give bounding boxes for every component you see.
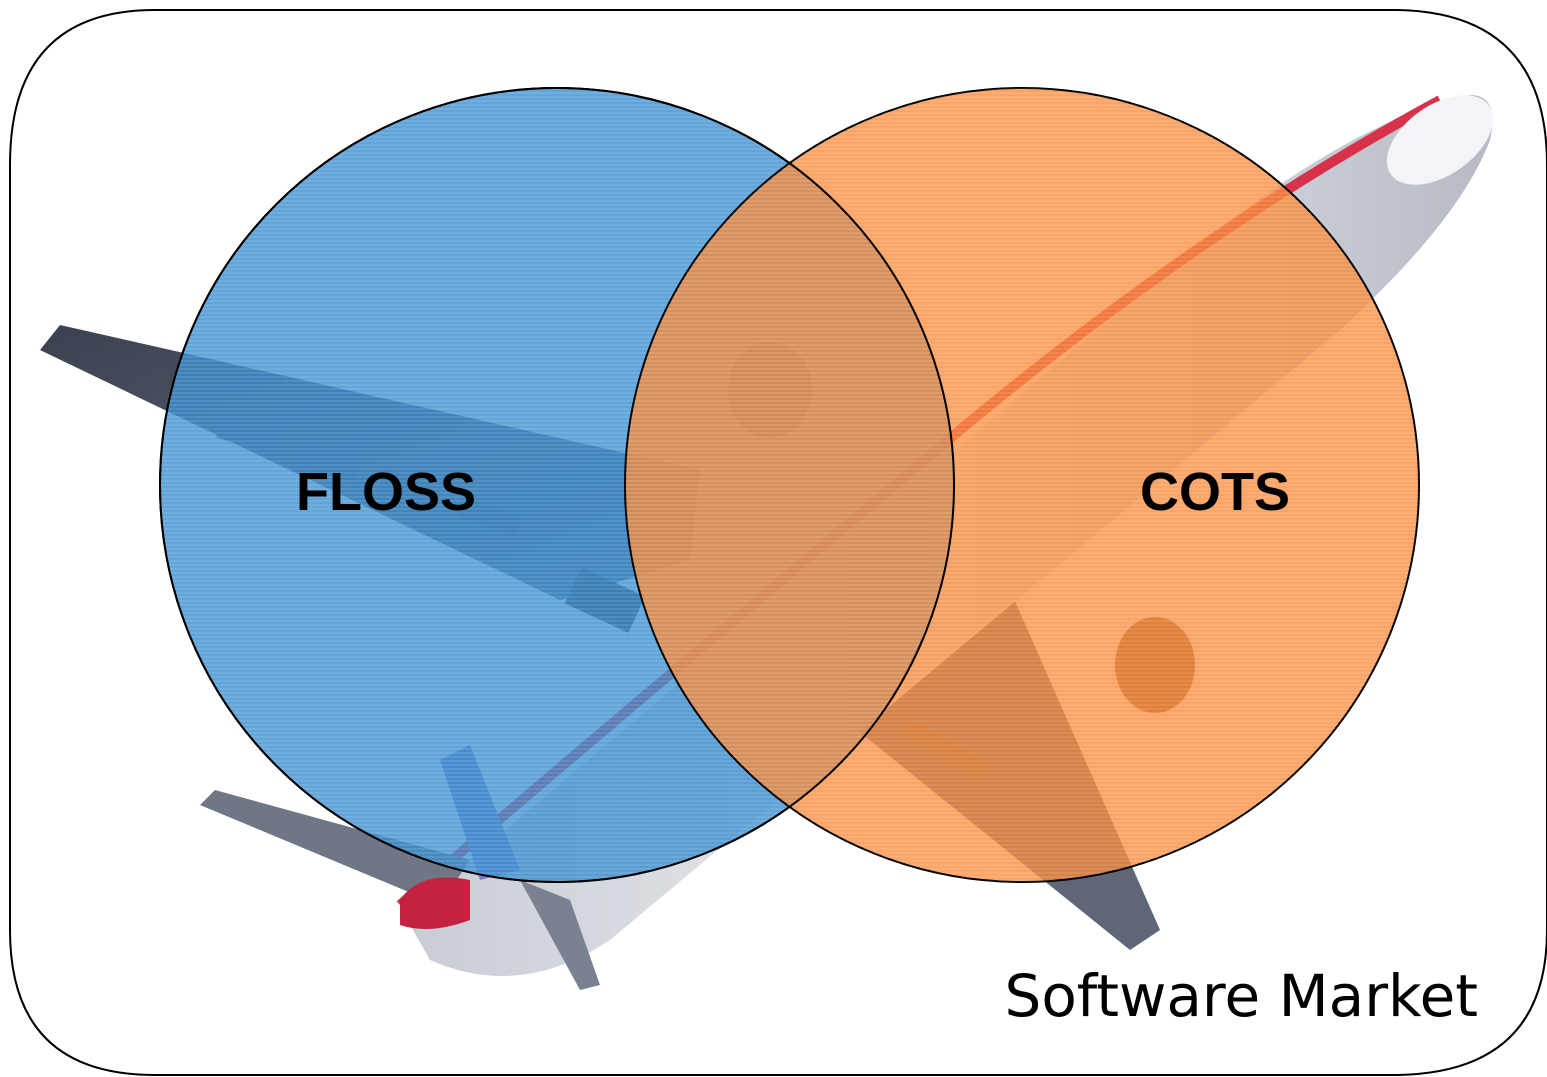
set-cots: [624, 87, 1420, 883]
floss-label: FLOSS: [296, 462, 476, 522]
software-market-label: Software Market: [1005, 962, 1479, 1030]
airplane-tail-left: [200, 790, 470, 905]
airplane-tail-tip: [400, 877, 470, 929]
software-market-frame: [9, 9, 1547, 1076]
cots-label: COTS: [1140, 462, 1290, 522]
cots-circle-texture: [625, 88, 1419, 882]
airplane-tail-right: [520, 880, 600, 990]
floss-circle-outline: [159, 87, 955, 883]
airplane-nose: [1386, 95, 1494, 185]
